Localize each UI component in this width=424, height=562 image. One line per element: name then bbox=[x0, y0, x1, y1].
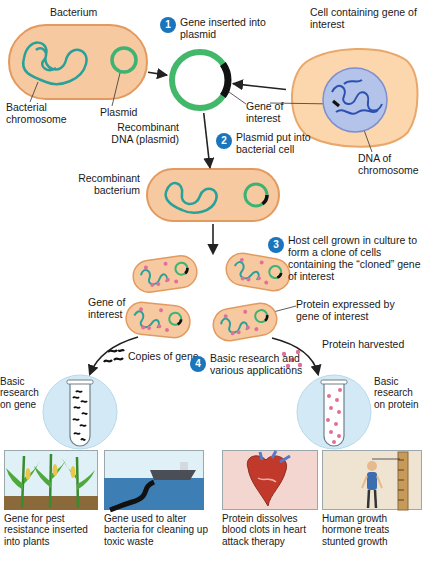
callout-number: 1 bbox=[160, 17, 176, 33]
part-label: DNA of chromosome bbox=[358, 152, 422, 176]
gene-copies bbox=[118, 350, 124, 351]
gene-segment bbox=[223, 64, 228, 96]
application-panel-outline bbox=[4, 450, 98, 510]
panel-frame bbox=[105, 451, 204, 510]
part-label: Bacterial chromosome bbox=[6, 101, 76, 125]
gene-copies bbox=[104, 350, 124, 362]
bacterium-clone bbox=[131, 254, 199, 295]
tube-backdrop bbox=[43, 375, 117, 449]
research-tube: Basic research on protein bbox=[296, 374, 372, 450]
node-label: Cell containing gene of interest bbox=[310, 6, 420, 30]
application-panel-outline bbox=[322, 450, 422, 510]
part-label: Gene of interest bbox=[246, 100, 294, 124]
leader-line bbox=[229, 92, 246, 104]
recombinant-bacterium-outline bbox=[146, 168, 280, 222]
research-tube-outline bbox=[296, 374, 372, 450]
node-label: Basic research on protein bbox=[374, 376, 424, 410]
part-label: Plasmid bbox=[100, 106, 150, 118]
part-label: Gene of interest bbox=[88, 296, 138, 320]
application-panel: Protein dissolves blood clots in heart a… bbox=[222, 450, 318, 510]
application-panel: Gene used to alter bacteria for cleaning… bbox=[104, 450, 204, 510]
node-label: Recombinant DNA (plasmid) bbox=[103, 121, 179, 145]
bacterium-clone bbox=[224, 251, 293, 294]
cell-membrane bbox=[292, 49, 418, 147]
step-text: Basic research and various applications bbox=[210, 352, 320, 376]
recombinant-bacterium: Recombinant bacterium bbox=[146, 168, 280, 222]
process-arrow bbox=[233, 84, 286, 90]
tube-backdrop bbox=[297, 375, 371, 449]
node-label: Human growth hormone treats stunted grow… bbox=[322, 513, 422, 547]
research-tube: Basic research on gene bbox=[42, 374, 118, 450]
leader-line bbox=[258, 306, 296, 316]
application-panel: Human growth hormone treats stunted grow… bbox=[322, 450, 422, 510]
process-arrow bbox=[212, 224, 214, 253]
node-label: Basic research on gene bbox=[0, 376, 44, 410]
panel-frame bbox=[223, 451, 318, 510]
cell-wall bbox=[9, 25, 147, 99]
research-tube-outline bbox=[42, 374, 118, 450]
node-label: Protein dissolves blood clots in heart a… bbox=[222, 513, 318, 547]
part-label: Protein expressed by gene of interest bbox=[296, 298, 408, 322]
node-label: Bacterium bbox=[50, 6, 140, 18]
callout-number: 2 bbox=[216, 133, 232, 149]
plasmid-ring bbox=[172, 52, 228, 108]
cell-wall bbox=[147, 169, 279, 221]
bacterium-cell-outline bbox=[8, 24, 148, 100]
panel-frame bbox=[5, 451, 98, 510]
recombinant-plasmid: Recombinant DNA (plasmid) bbox=[167, 47, 233, 113]
node-label: Gene for pest resistance inserted into p… bbox=[4, 513, 98, 547]
panel-frame bbox=[323, 451, 422, 510]
application-panel-outline bbox=[222, 450, 318, 510]
callout-number: 3 bbox=[268, 237, 284, 253]
node-label: Recombinant bacterium bbox=[54, 172, 140, 196]
gene-copies bbox=[104, 360, 112, 362]
bacterium-cell: Bacterium bbox=[8, 24, 148, 100]
application-panel-outline bbox=[104, 450, 204, 510]
bacterium-clone bbox=[211, 301, 280, 344]
application-panel: Gene for pest resistance inserted into p… bbox=[4, 450, 98, 510]
gene-copies bbox=[114, 358, 123, 360]
process-arrow bbox=[148, 72, 167, 75]
process-arrow bbox=[213, 224, 214, 253]
recombinant-plasmid-outline bbox=[167, 47, 233, 113]
leader-line bbox=[136, 306, 171, 318]
callout-number: 4 bbox=[190, 356, 206, 372]
step-text: Plasmid put into bacterial cell bbox=[236, 131, 346, 155]
node-label: Gene used to alter bacteria for cleaning… bbox=[104, 513, 208, 547]
gene-copies bbox=[108, 350, 117, 352]
part-label: Protein harvested bbox=[322, 338, 418, 350]
step-text: Host cell grown in culture to form a clo… bbox=[288, 234, 422, 282]
step-text: Gene inserted into plasmid bbox=[180, 16, 284, 40]
bacterium-clone bbox=[125, 301, 192, 340]
process-arrow bbox=[204, 113, 210, 168]
